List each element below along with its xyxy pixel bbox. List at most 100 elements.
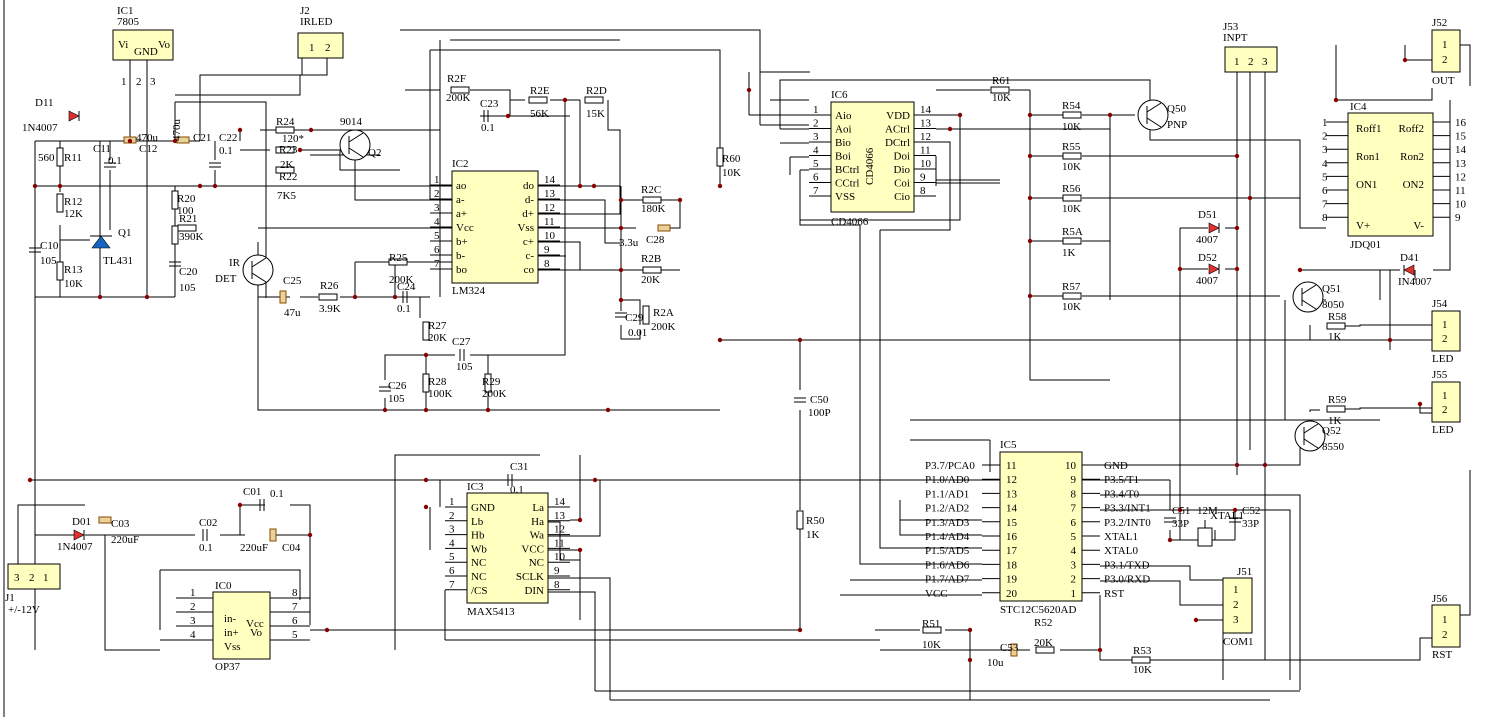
junction-dot <box>1027 238 1033 244</box>
component-label: 105 <box>40 255 57 267</box>
pin-label: P1.7/AD7 <box>925 574 970 586</box>
component-label: 12K <box>64 208 83 220</box>
resistor-body <box>1062 111 1082 119</box>
component-label: R5A <box>1062 226 1083 238</box>
pin-number: 12 <box>1006 474 1017 486</box>
pin-number: 7 <box>813 185 819 197</box>
junction-dot <box>144 294 150 300</box>
pin-number: 3 <box>14 572 20 584</box>
pin-label: XTAL0 <box>1104 545 1138 557</box>
component-label: 20K <box>428 332 447 344</box>
wire <box>548 591 596 691</box>
pin-label: VDD <box>886 110 910 122</box>
component-label: 10u <box>987 657 1004 669</box>
resistor-body <box>584 96 604 104</box>
pin-number: 3 <box>449 524 455 536</box>
pin-number: 5 <box>813 158 819 170</box>
component-label: R27 <box>428 320 447 332</box>
component-label: 0.1 <box>270 488 284 500</box>
component-label: TL431 <box>103 255 133 267</box>
junction-dot <box>967 657 973 663</box>
component-label: R22 <box>279 171 297 183</box>
component-label: 1N4007 <box>22 122 58 134</box>
pin-label: P3.1/TXD <box>1104 559 1150 571</box>
component-label: R12 <box>64 196 82 208</box>
junction-dot <box>591 183 597 189</box>
transistor-body <box>1292 281 1324 313</box>
resistor-body <box>716 147 724 167</box>
component-label: R2A <box>653 307 674 319</box>
component-label: 10K <box>992 92 1011 104</box>
resistor-body <box>422 373 430 393</box>
resistor-body <box>275 126 295 134</box>
junction-dot <box>212 183 218 189</box>
junction-dot <box>1097 647 1103 653</box>
pin-number: 5 <box>1071 531 1077 543</box>
wire <box>34 534 75 564</box>
component-label: R53 <box>1133 645 1152 657</box>
pin-number: 6 <box>449 565 455 577</box>
component-label: 3.9K <box>319 303 341 315</box>
component-label: R56 <box>1062 183 1081 195</box>
pin-number: 9 <box>920 172 926 184</box>
component-label: C25 <box>283 275 302 287</box>
chip-type: LED <box>1432 353 1453 365</box>
resistor-body <box>275 166 295 174</box>
pin-number: 10 <box>554 551 566 563</box>
pin-label: P3.4/T0 <box>1104 488 1140 500</box>
pin-number: 1 <box>1442 614 1448 626</box>
junction-dot <box>1027 153 1033 159</box>
pin-number: 6 <box>434 244 440 256</box>
component-label: 4007 <box>1196 275 1219 287</box>
component-label: 0.1 <box>219 145 233 157</box>
pin-label: Vss <box>224 641 241 653</box>
pin-label: La <box>532 502 544 514</box>
chip-type: LM324 <box>452 285 486 297</box>
pin-label: SCLK <box>516 571 544 583</box>
wire <box>1050 79 1151 100</box>
transistor-collector <box>1301 284 1317 295</box>
resistor-body <box>1035 646 1055 654</box>
junction-dot <box>1107 112 1113 118</box>
component-label: 470u <box>136 132 159 144</box>
pin-label: co <box>524 264 535 276</box>
connector-j55: J55 LED 1 2 <box>1431 369 1461 436</box>
pin-label: /CS <box>471 585 488 597</box>
pin-number: 13 <box>920 118 932 130</box>
component-label: 200K <box>446 92 471 104</box>
pin-number: 5 <box>1322 171 1328 183</box>
junction-dot <box>127 138 133 144</box>
pin-label: P3.5/T1 <box>1104 474 1139 486</box>
resistor-body <box>1326 322 1346 330</box>
wire <box>1100 565 1223 581</box>
pin-number: 5 <box>449 551 455 563</box>
pin-number: 2 <box>1322 131 1328 143</box>
component-label: C21 <box>193 132 211 144</box>
pin-label: VCC <box>521 543 544 555</box>
pin-label: Ha <box>531 516 544 528</box>
pin-number: 3 <box>813 131 819 143</box>
pin-label: P1.4/AD4 <box>925 531 970 543</box>
wire <box>175 101 267 298</box>
junction-dot <box>97 294 103 300</box>
pin-number: 12 <box>554 524 565 536</box>
component-label: 4007 <box>1196 234 1219 246</box>
pin-number: 2 <box>449 510 455 522</box>
component-label: XTAL1 <box>1210 510 1244 522</box>
pin-label: Aio <box>835 110 852 122</box>
component-label: 10K <box>1133 664 1152 676</box>
pin-label: Vcc <box>246 618 264 630</box>
pin-number: 1 <box>1233 584 1239 596</box>
component-label: C03 <box>111 518 130 530</box>
junction-dot <box>485 407 491 413</box>
resistor-body <box>990 86 1010 94</box>
junction-dot <box>1234 225 1240 231</box>
electrolytic-capacitor <box>176 136 190 144</box>
chip-name: J2 <box>300 5 310 17</box>
pin-label: Vo <box>250 627 263 639</box>
component-label: R20 <box>177 193 196 205</box>
chip-type: CD4066 <box>831 216 869 228</box>
pin-number: 11 <box>1455 185 1466 197</box>
pin-number: 3 <box>1233 614 1239 626</box>
